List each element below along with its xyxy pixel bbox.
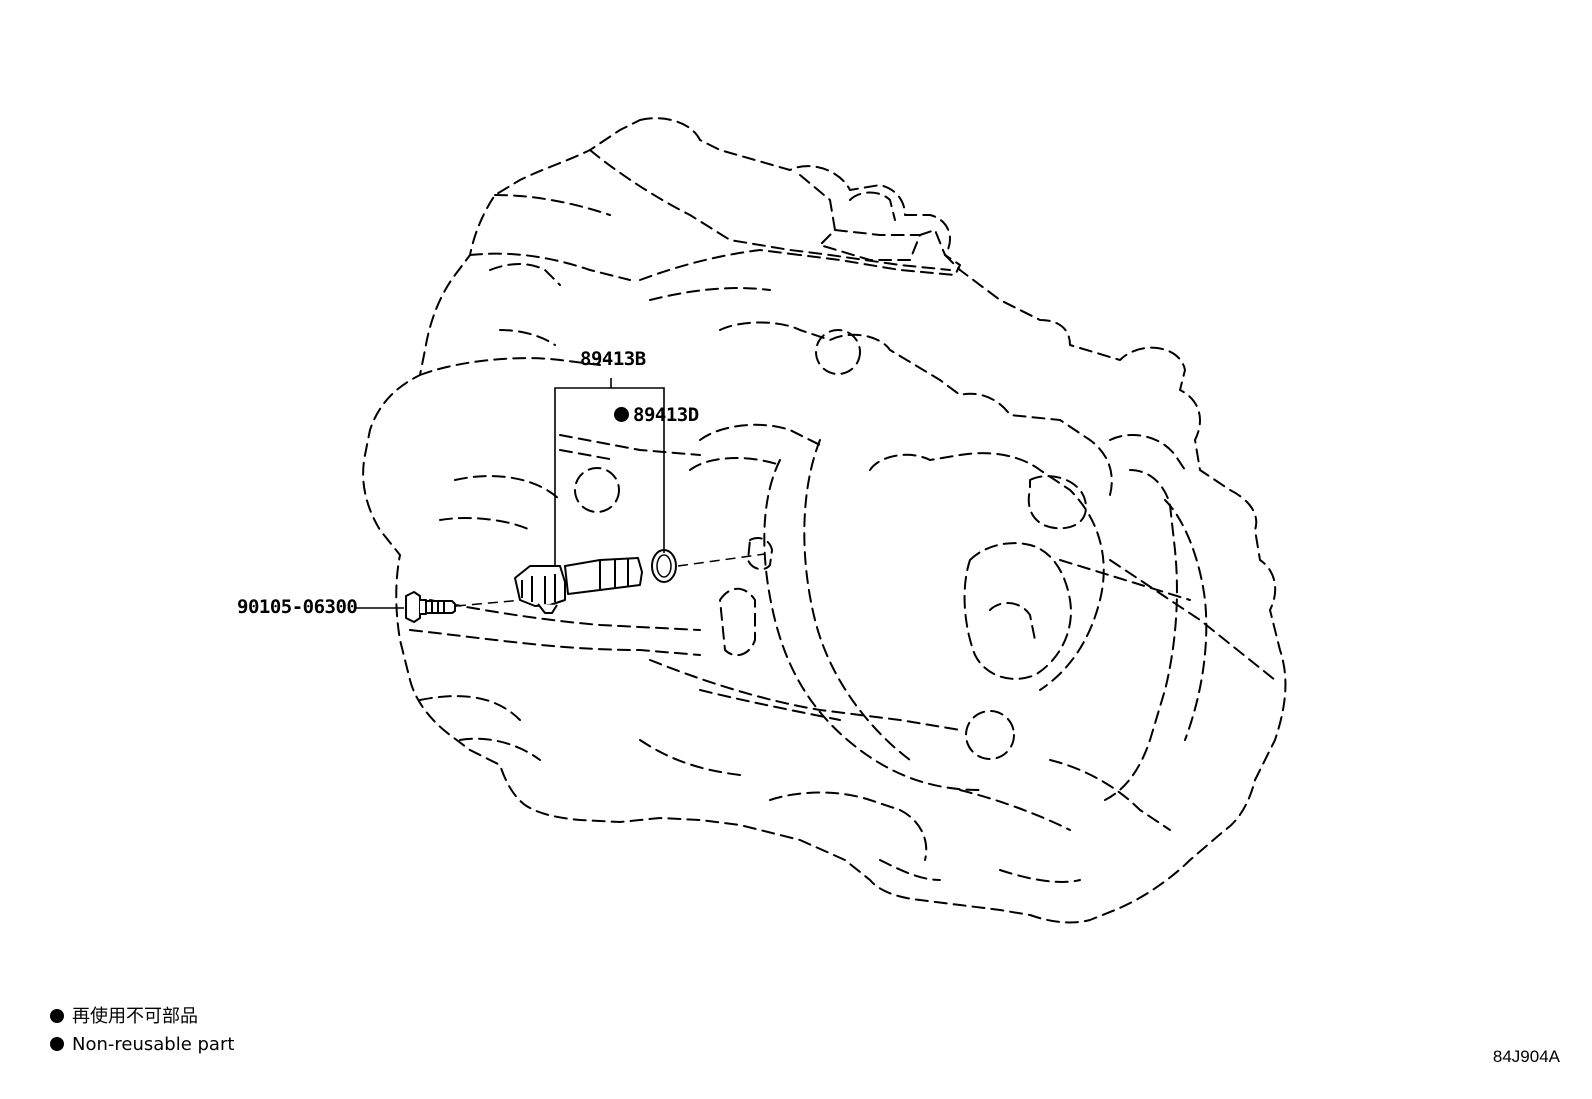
legend-text-japanese: 再使用不可部品	[72, 1006, 198, 1027]
sensor-assembly-line	[677, 553, 766, 567]
diagram-reference-code: 84J904A	[1492, 1047, 1560, 1066]
part-leader-bracket	[554, 387, 665, 565]
legend-bullet-icon	[50, 1009, 64, 1023]
legend-bullet-icon	[50, 1037, 64, 1051]
callout-bolt-part: 90105-06300	[237, 596, 358, 618]
speed-sensor-part	[514, 557, 643, 614]
o-ring-part	[651, 549, 677, 583]
legend-text-english: Non-reusable part	[72, 1034, 235, 1055]
callout-oring-part: 89413D	[614, 406, 699, 425]
transmission-housing-outline	[362, 117, 1287, 924]
legend-item-english: Non-reusable part	[50, 1036, 234, 1054]
legend-item-japanese: 再使用不可部品	[50, 1008, 198, 1026]
callout-sensor-part: 89413B	[580, 350, 646, 369]
callout-bolt-part-label: 90105-06300	[237, 596, 358, 618]
bolt-part	[405, 591, 456, 623]
callout-sensor-part-label: 89413B	[580, 348, 646, 370]
non-reusable-marker	[614, 407, 629, 422]
callout-oring-part-label: 89413D	[633, 404, 699, 426]
